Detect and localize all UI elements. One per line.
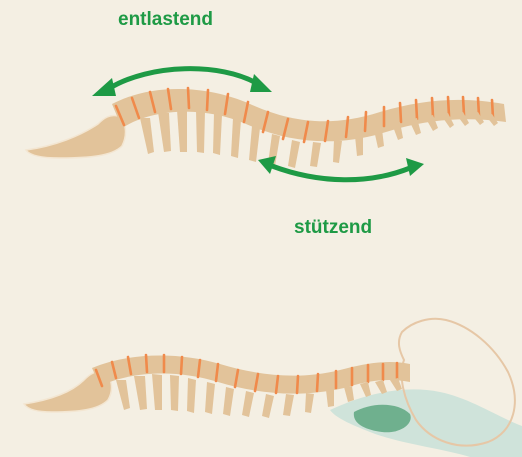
label-supporting: stützend — [294, 218, 372, 237]
arrowhead-right-icon — [250, 74, 272, 92]
sacrum-top — [26, 115, 125, 158]
label-relieving: entlastend — [118, 10, 213, 29]
pillow — [330, 389, 522, 457]
arrow-supporting — [258, 156, 424, 180]
arrowhead-left-icon — [92, 78, 116, 96]
arrowhead-right-icon — [406, 158, 424, 176]
spine-top — [26, 88, 506, 168]
